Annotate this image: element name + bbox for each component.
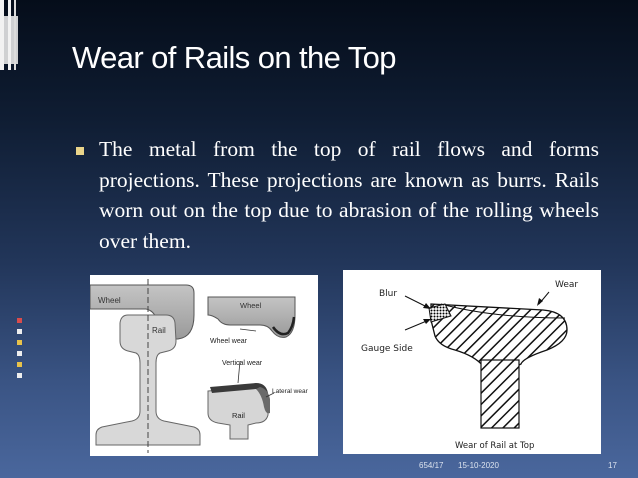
footer-page-number: 17 bbox=[608, 461, 617, 470]
rail-top-wear-diagram: Blur Wear Gauge Side Wear of Rail at Top bbox=[343, 270, 601, 454]
left-decoration-square bbox=[17, 318, 22, 323]
left-decoration-square bbox=[17, 351, 22, 356]
left-decoration-bar bbox=[14, 0, 16, 70]
rail-web-shape bbox=[480, 359, 520, 429]
label-lateral-wear: Lateral wear bbox=[272, 388, 309, 395]
rail-wear-diagram: Wheel Rail Wheel Wheel wear Vertical wea… bbox=[90, 275, 318, 456]
left-decoration-square bbox=[17, 329, 22, 334]
rail-head-shape bbox=[430, 303, 568, 367]
label-rail: Rail bbox=[152, 326, 166, 335]
footer-date: 15-10-2020 bbox=[458, 461, 499, 470]
label-gauge-side: Gauge Side bbox=[361, 344, 413, 354]
bullet-square-icon bbox=[76, 147, 84, 155]
label-blur: Blur bbox=[379, 289, 397, 299]
label-wheel: Wheel bbox=[98, 296, 121, 305]
left-decoration-square bbox=[17, 373, 22, 378]
left-decoration-bar bbox=[0, 0, 4, 70]
slide-title: Wear of Rails on the Top bbox=[72, 40, 397, 75]
bullet-text: The metal from the top of rail flows and… bbox=[99, 137, 599, 253]
label-rail-small: Rail bbox=[232, 411, 245, 420]
left-decoration-square bbox=[17, 340, 22, 345]
label-wheel-wear: Wheel wear bbox=[210, 338, 248, 345]
label-vertical-wear: Vertical wear bbox=[222, 360, 263, 367]
figure-caption: Wear of Rail at Top bbox=[455, 441, 534, 451]
left-decoration-bar bbox=[8, 0, 11, 70]
footer-code: 654/17 bbox=[419, 461, 444, 470]
label-wheel-small: Wheel bbox=[240, 301, 262, 310]
left-decoration-square bbox=[17, 362, 22, 367]
burr-shape bbox=[428, 303, 452, 323]
label-wear: Wear bbox=[555, 280, 578, 290]
